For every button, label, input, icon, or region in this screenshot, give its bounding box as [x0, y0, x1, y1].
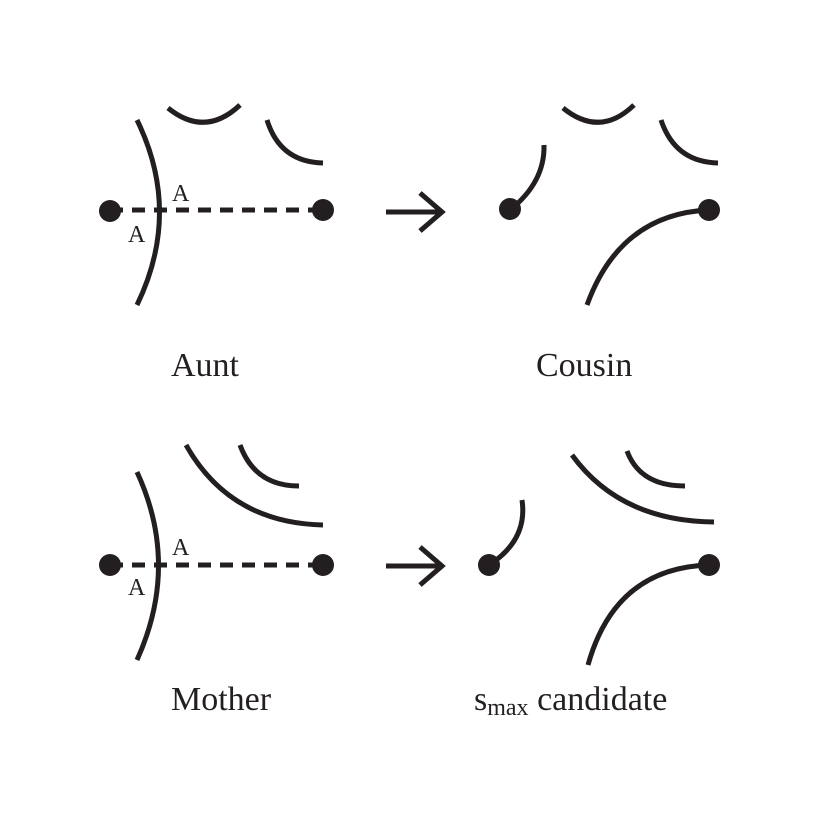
aunt-mark-lower: A	[128, 222, 146, 248]
mother-inner-arc	[237, 444, 300, 489]
aunt-left-dot-icon	[99, 200, 121, 222]
aunt-mark-upper: A	[172, 181, 190, 207]
mother-mark-lower: A	[128, 575, 146, 601]
smax-caption-base: s	[474, 681, 487, 718]
smax-left-dot-icon	[478, 554, 500, 576]
mother-caption: Mother	[171, 681, 272, 718]
smax-inner-arc	[624, 450, 686, 489]
aunt-panel: A A Aunt	[99, 103, 334, 384]
smax-caption-rest: candidate	[529, 681, 668, 718]
top-right-arrow-icon	[386, 191, 446, 233]
mother-outer-arc	[183, 443, 324, 528]
cousin-right-dot-icon	[698, 199, 720, 221]
mother-mark-upper: A	[172, 535, 190, 561]
mother-panel: A A Mother	[99, 443, 334, 718]
cousin-lower-strand	[584, 207, 710, 306]
mother-left-dot-icon	[99, 554, 121, 576]
cousin-caption: Cousin	[536, 347, 632, 384]
bottom-right-arrow-icon	[386, 545, 446, 587]
aunt-caption: Aunt	[171, 347, 240, 384]
aunt-right-dot-icon	[312, 199, 334, 221]
cousin-panel: Cousin	[499, 103, 720, 384]
mother-right-dot-icon	[312, 554, 334, 576]
cousin-top-arc	[561, 103, 636, 125]
smax-lower-strand	[585, 562, 710, 666]
aunt-top-arc	[166, 103, 242, 125]
smax-candidate-panel: smax candidate	[474, 450, 720, 721]
aunt-right-arc	[264, 119, 324, 166]
smax-caption: smax candidate	[474, 681, 667, 721]
cousin-right-arc	[658, 119, 719, 166]
cousin-left-dot-icon	[499, 198, 521, 220]
smax-right-dot-icon	[698, 554, 720, 576]
smax-caption-sub: max	[487, 695, 528, 721]
smax-outer-arc	[569, 453, 715, 525]
